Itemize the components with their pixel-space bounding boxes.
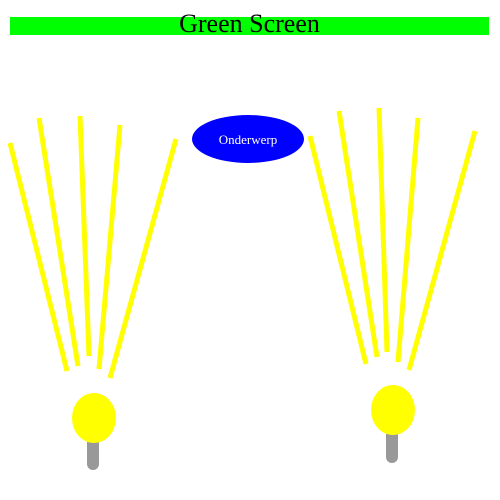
left-beam-4 <box>96 124 123 370</box>
left-beam-1 <box>7 142 70 372</box>
right-lamp-bulb <box>371 385 415 435</box>
subject-label: Onderwerp <box>219 132 277 147</box>
right-beam-4 <box>395 117 421 363</box>
subject-ellipse <box>192 115 304 163</box>
green-screen-title: Green Screen <box>179 9 320 38</box>
right-beam-3 <box>376 107 390 353</box>
left-beam-3 <box>77 115 92 357</box>
left-beam-5 <box>107 138 179 379</box>
green-screen: Green Screen <box>10 9 489 38</box>
left-light-beams <box>7 115 179 379</box>
right-beam-2 <box>336 110 380 358</box>
right-beam-1 <box>307 135 369 365</box>
left-lamp-bulb <box>72 393 116 443</box>
right-beam-5 <box>406 130 478 371</box>
right-lamp <box>371 385 415 463</box>
subject: Onderwerp <box>192 115 304 163</box>
left-beam-2 <box>36 117 81 367</box>
left-lamp <box>72 393 116 470</box>
right-light-beams <box>307 107 478 371</box>
